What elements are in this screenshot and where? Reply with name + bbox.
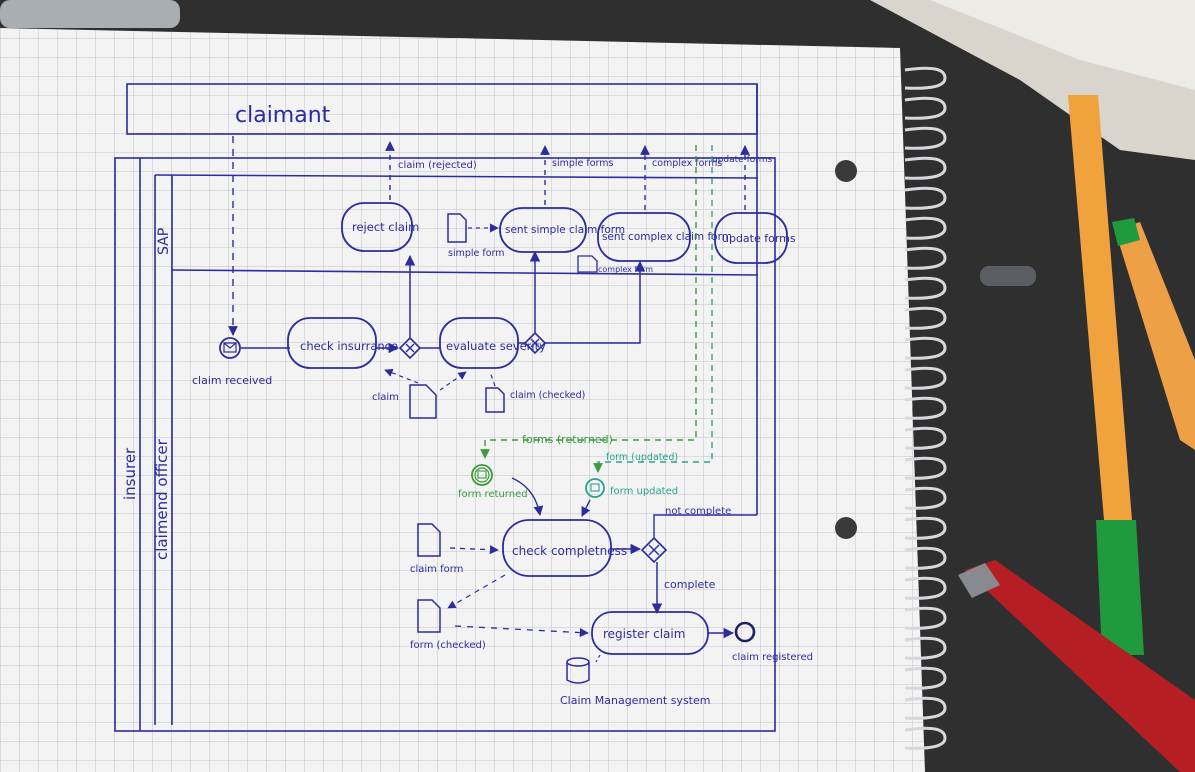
forms-returned-flow-label: forms (returned) — [522, 433, 613, 446]
reject-claim-label: reject claim — [352, 220, 419, 234]
sap-label: SAP — [156, 228, 172, 255]
insurer-pool — [114, 157, 776, 732]
sent-complex-label: sent complex claim form — [602, 231, 732, 243]
orange-pen — [1068, 95, 1144, 655]
orange-pen-2 — [1112, 218, 1195, 450]
claim-system-label: Claim Management system — [560, 694, 710, 707]
form-checked-label: form (checked) — [410, 640, 486, 651]
claim-registered-end-event[interactable] — [734, 621, 756, 643]
claim-received-event[interactable] — [219, 337, 241, 359]
complete-flow-label: complete — [664, 578, 716, 591]
simple-form-data-object — [447, 213, 467, 243]
check-completeness-label: check completness — [512, 544, 627, 558]
form-returned-label: form returned — [458, 489, 528, 500]
form-updated-flow-label: form (updated) — [606, 452, 678, 463]
claim-form-label: claim form — [410, 564, 463, 575]
exclusive-gateway-1[interactable] — [398, 336, 422, 360]
form-updated-label: form updated — [610, 486, 678, 497]
exclusive-gateway-2[interactable] — [523, 331, 547, 355]
check-insurance-label: check insurrance — [300, 339, 398, 353]
form-updated-event[interactable] — [585, 478, 605, 498]
update-forms-label: update forms — [722, 232, 796, 245]
simple-forms-flow-label: simple forms — [552, 158, 614, 169]
punch-hole — [835, 517, 857, 539]
claim-label: claim — [372, 392, 399, 403]
complex-form-data-object — [577, 255, 598, 273]
pen-cap — [980, 266, 1036, 286]
claim-registered-label: claim registered — [732, 652, 813, 663]
lane-divider — [171, 269, 759, 276]
claims-officer-label: claimend officer — [153, 438, 171, 560]
sent-complex-claim-form-task[interactable]: sent complex claim form — [597, 212, 732, 262]
simple-form-label: simple form — [448, 248, 505, 259]
not-complete-flow-label: not complete — [665, 506, 731, 517]
sent-simple-label: sent simple claim form — [505, 224, 625, 236]
phone-edge — [0, 0, 180, 28]
update-forms-task[interactable]: update forms — [714, 212, 796, 264]
update-forms-flow-label: update forms — [712, 155, 773, 165]
complex-form-label: complex form — [598, 265, 653, 274]
punch-hole — [835, 160, 857, 182]
claim-data-object — [409, 384, 437, 419]
reject-claim-task[interactable]: reject claim — [341, 202, 419, 252]
claim-received-label: claim received — [192, 374, 272, 387]
register-claim-label: register claim — [603, 627, 685, 641]
check-insurance-task[interactable]: check insurrance — [287, 317, 398, 369]
claim-rejected-flow-label: claim (rejected) — [398, 160, 477, 171]
spiral-binding — [904, 66, 947, 750]
claim-form-data-object — [417, 523, 441, 557]
exclusive-gateway-3[interactable] — [640, 536, 668, 564]
database-icon — [566, 657, 590, 684]
claim-checked-data-object — [485, 387, 505, 413]
sent-simple-claim-form-task[interactable]: sent simple claim form — [499, 207, 625, 253]
claimant-label: claimant — [235, 103, 331, 128]
check-completeness-task[interactable]: check completness — [502, 519, 627, 577]
insurer-label: insurer — [121, 447, 139, 500]
form-checked-data-object — [417, 599, 441, 633]
complex-forms-flow-label: complex forms — [652, 158, 722, 169]
form-returned-event[interactable] — [471, 464, 493, 486]
claim-checked-label: claim (checked) — [510, 390, 585, 401]
red-pen — [958, 560, 1195, 772]
